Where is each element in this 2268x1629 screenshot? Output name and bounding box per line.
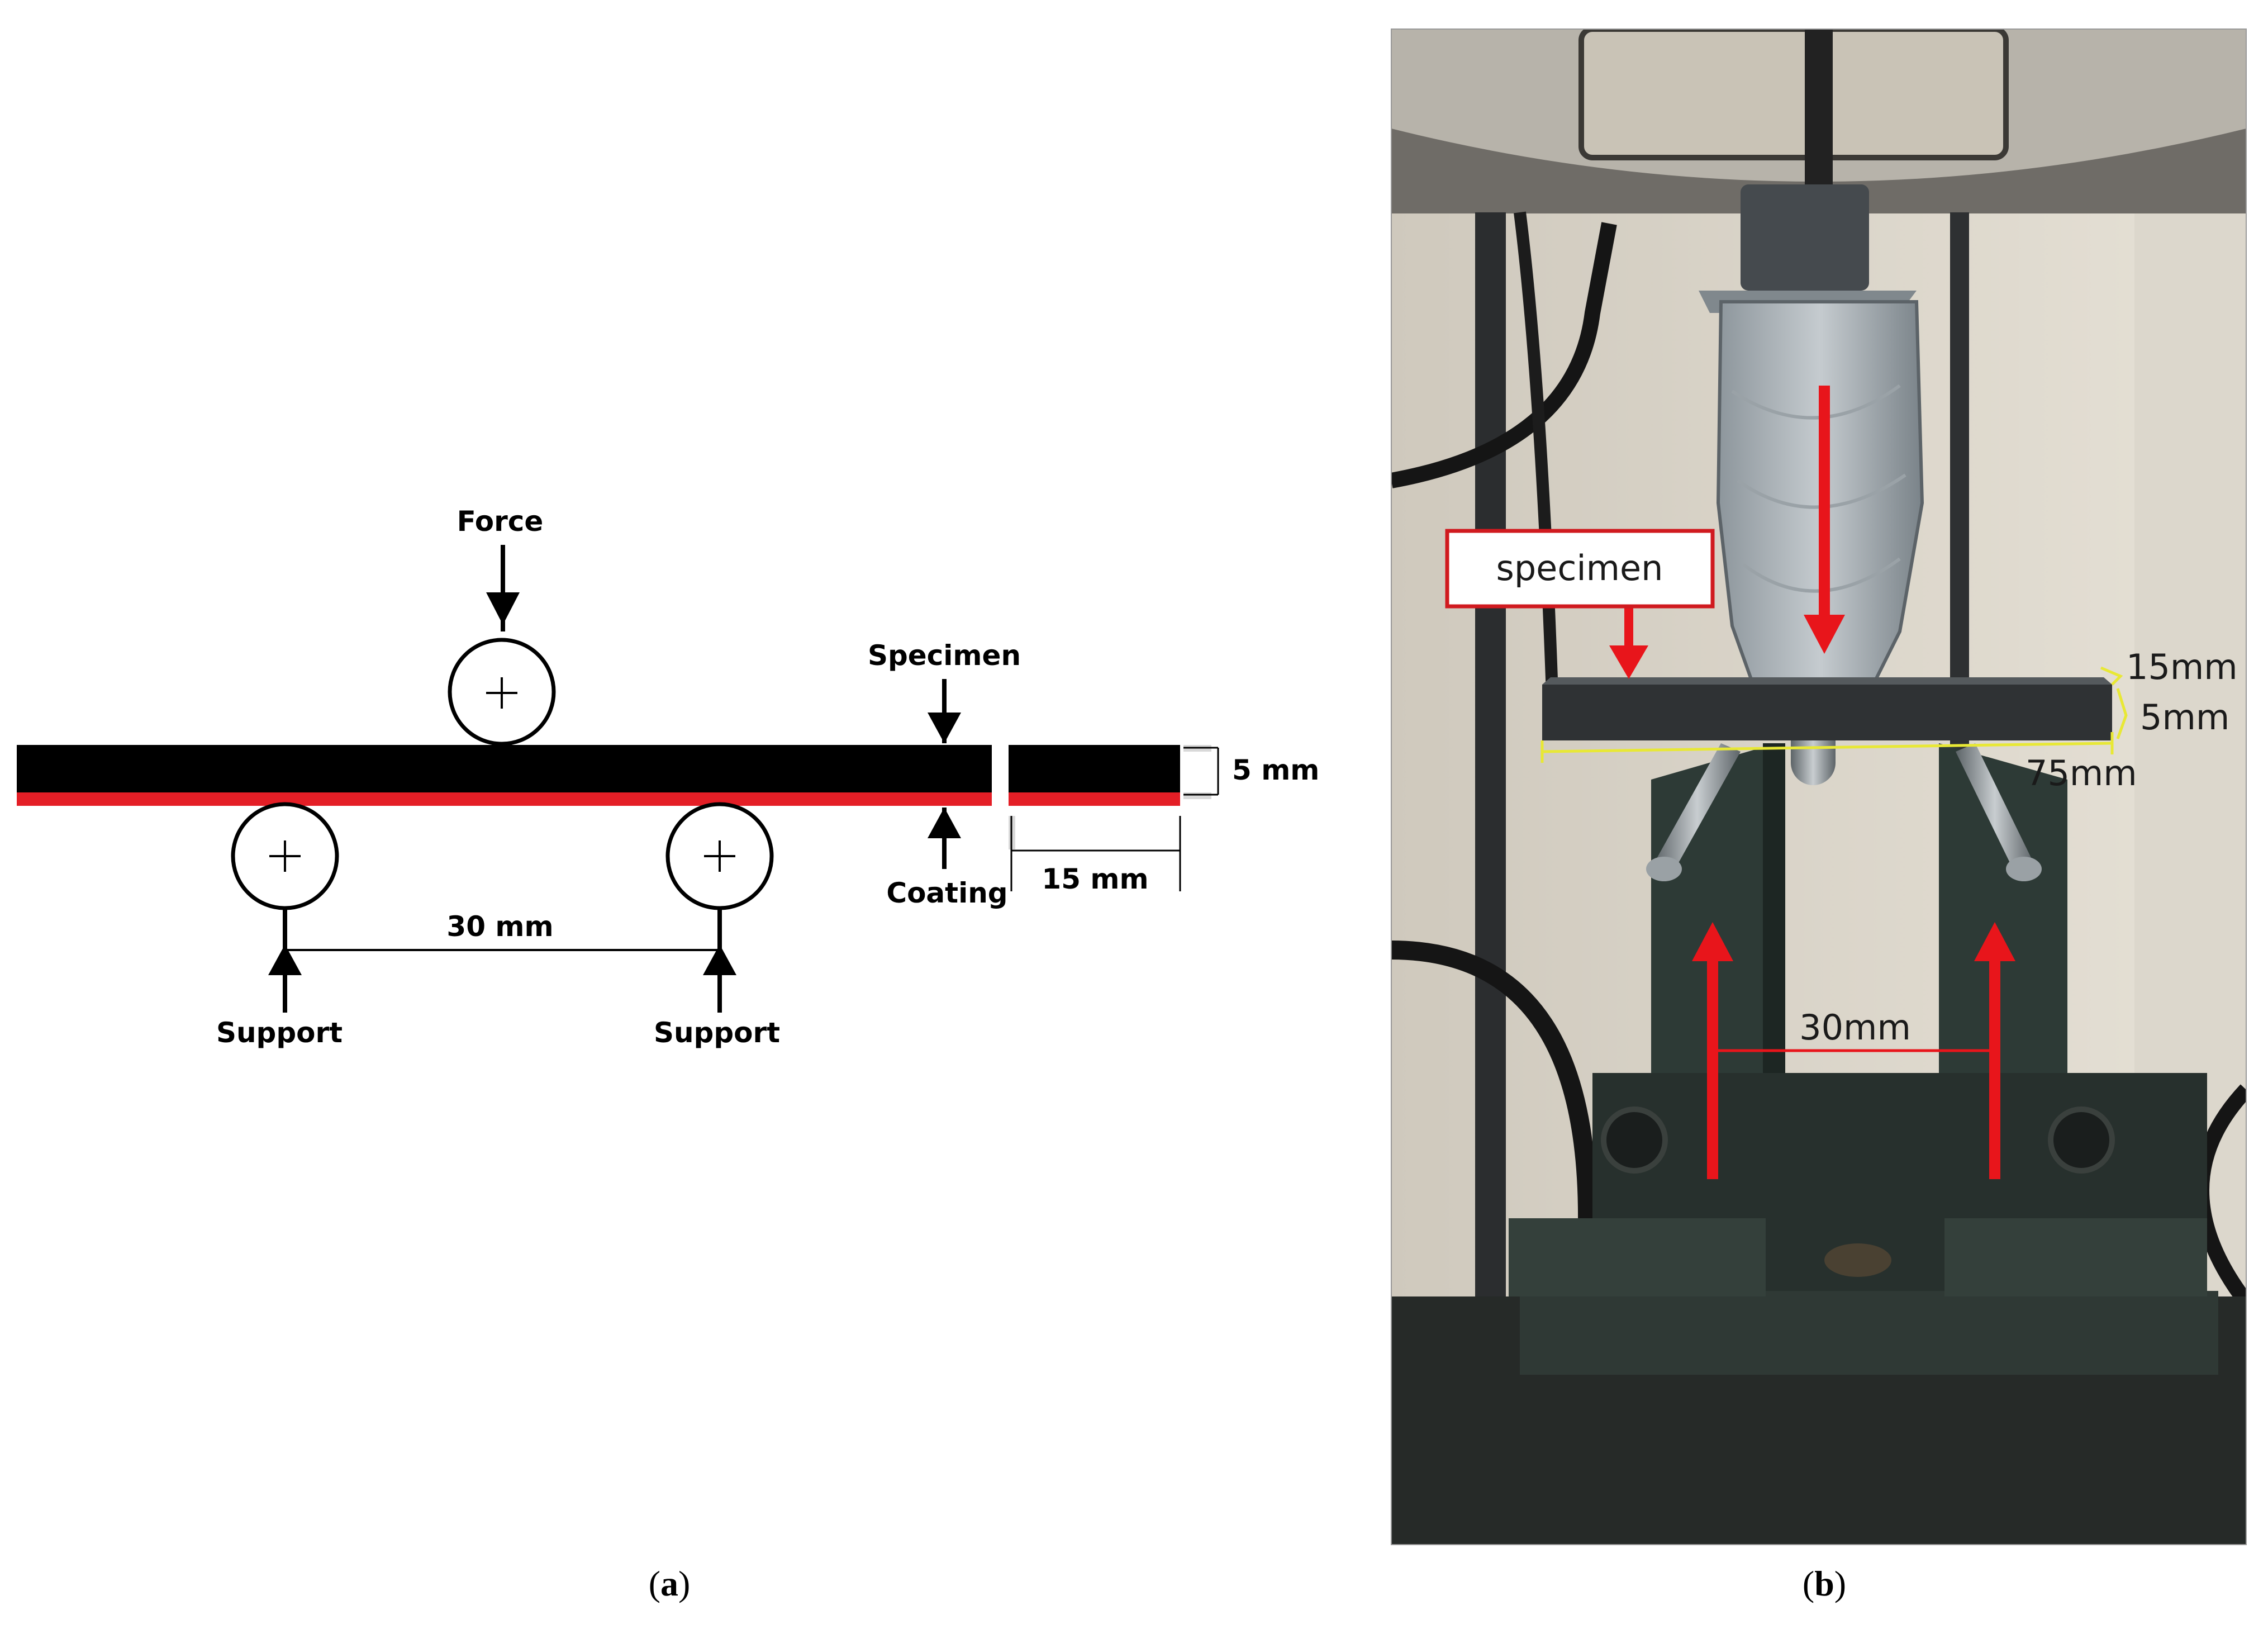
red-force-arrows bbox=[1609, 386, 2015, 1179]
caption-a-letter: a bbox=[660, 1564, 678, 1603]
left-support-roller bbox=[1654, 743, 1741, 872]
plus-icon bbox=[486, 677, 517, 709]
support-right-label: Support bbox=[654, 1017, 780, 1049]
caption-a: (a) bbox=[649, 1564, 691, 1603]
caption-b: (b) bbox=[1803, 1564, 1846, 1603]
thickness-label: 5 mm bbox=[1232, 754, 1319, 786]
cross-section-beam bbox=[1009, 745, 1180, 792]
cross-section-coating bbox=[1009, 792, 1180, 806]
photo-span-label: 30mm bbox=[1799, 1007, 1911, 1048]
photo-specimen-label: specimen bbox=[1496, 548, 1663, 588]
support-left-label: Support bbox=[216, 1017, 343, 1049]
coating-layer bbox=[17, 792, 992, 806]
down-arrow-icon bbox=[928, 713, 961, 743]
force-label: Force bbox=[457, 505, 544, 538]
up-arrow-icon bbox=[703, 944, 736, 975]
coating-label: Coating bbox=[886, 877, 1007, 909]
photo-length-label: 75mm bbox=[2025, 753, 2137, 794]
specimen-callout-box bbox=[1445, 529, 1715, 609]
span-label: 30 mm bbox=[446, 910, 553, 943]
plus-icon bbox=[704, 840, 735, 872]
nose-holder bbox=[1741, 184, 1869, 291]
panel-b-photo: specimen 15mm 5mm 75mm 30mm (b) bbox=[1391, 29, 2247, 1603]
up-arrow-icon bbox=[1692, 922, 1733, 961]
specimen-beam bbox=[17, 745, 992, 792]
photo-thickness-label: 5mm bbox=[2140, 697, 2229, 738]
bolt-left bbox=[1601, 1106, 1668, 1174]
photo-specimen-bar bbox=[1542, 685, 2112, 740]
width-label: 15 mm bbox=[1042, 863, 1148, 895]
down-arrow-icon bbox=[1609, 645, 1648, 679]
photo-width-label: 15mm bbox=[2126, 647, 2238, 687]
specimen-label: Specimen bbox=[868, 639, 1021, 672]
plus-icon bbox=[269, 840, 301, 872]
up-arrow-icon bbox=[928, 808, 961, 838]
force-arrowhead bbox=[486, 592, 520, 625]
right-support-roller bbox=[1956, 743, 2034, 872]
bolt-right bbox=[2048, 1106, 2115, 1174]
panel-a-schematic: Force 30 mm Support Support Specimen bbox=[17, 505, 1319, 1603]
caption-b-letter: b bbox=[1814, 1564, 1834, 1603]
down-arrow-icon bbox=[1804, 615, 1845, 654]
yellow-dimensions bbox=[1540, 666, 2128, 763]
up-arrow-icon bbox=[1974, 922, 2015, 961]
up-arrow-icon bbox=[268, 944, 302, 975]
